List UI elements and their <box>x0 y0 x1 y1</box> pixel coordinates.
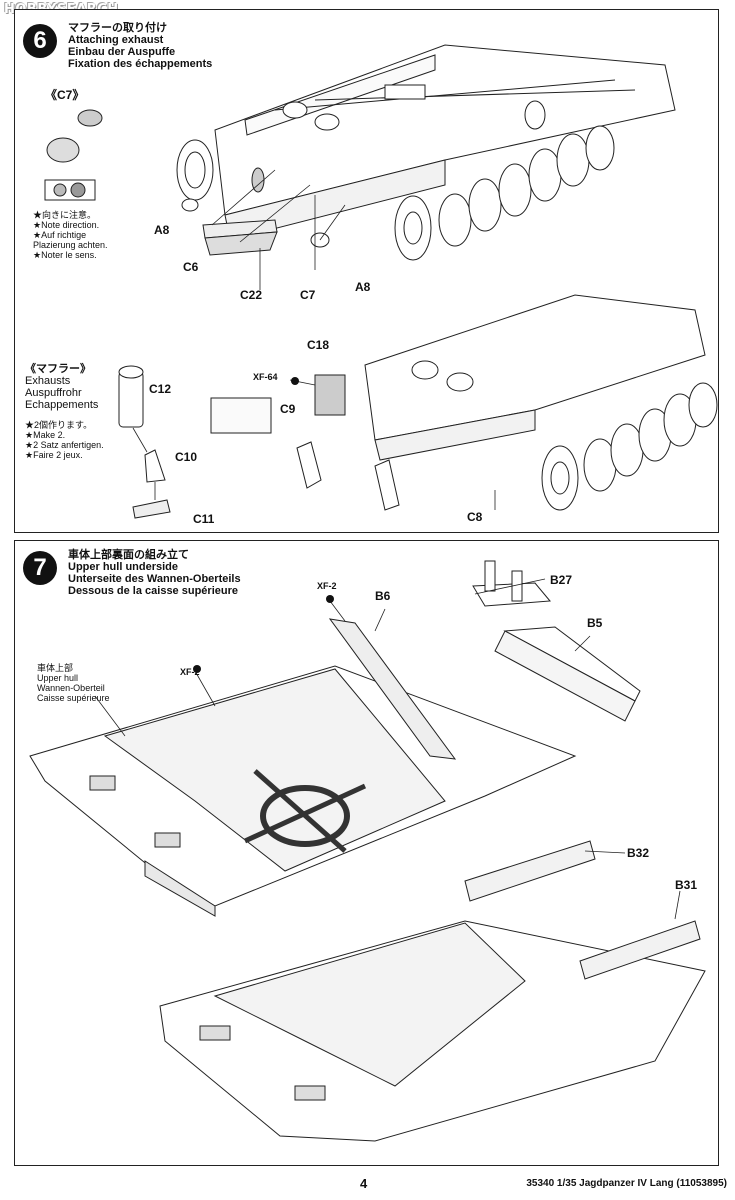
direction-note: ★向きに注意。 ★Note direction. ★Auf richtige P… <box>33 210 108 260</box>
make2-fr: ★Faire 2 jeux. <box>25 450 83 460</box>
hull-fr: Caisse supérieure <box>37 693 110 703</box>
note-en: ★Note direction. <box>33 220 100 230</box>
step-6-titles: マフラーの取り付け Attaching exhaust Einbau der A… <box>68 22 212 70</box>
exhaust-inset-title: 《マフラー》 <box>25 363 91 375</box>
step-7-titles: 車体上部裏面の組み立て Upper hull underside Unterse… <box>68 549 241 597</box>
title-de: Unterseite des Wannen-Oberteils <box>68 573 241 585</box>
hull-jp: 車体上部 <box>37 663 74 673</box>
part-label-a8-right: A8 <box>355 280 371 294</box>
title-de: Einbau der Auspuffe <box>68 46 176 58</box>
part-label-b31: B31 <box>675 878 698 892</box>
title-jp: マフラーの取り付け <box>68 22 167 34</box>
page-number: 4 <box>360 1176 368 1191</box>
part-label-c8: C8 <box>467 510 483 524</box>
product-code: 35340 1/35 Jagdpanzer IV Lang (11053895) <box>526 1178 727 1189</box>
part-label-b32: B32 <box>627 846 650 860</box>
part-label-b27: B27 <box>550 573 573 587</box>
part-label-c9: C9 <box>280 402 296 416</box>
part-label-c12: C12 <box>149 382 172 396</box>
paint-label-xf2-top: XF-2 <box>317 581 337 591</box>
c7-inset-title: 《C7》 <box>45 88 85 102</box>
step-6-number: 6 <box>23 24 57 58</box>
note-jp: ★向きに注意。 <box>33 210 97 220</box>
hull-en: Upper hull <box>37 673 79 683</box>
upper-hull-label: 車体上部 Upper hull Wannen-Oberteil Caisse s… <box>37 663 110 703</box>
title-en: Upper hull underside <box>68 561 179 573</box>
title-en: Attaching exhaust <box>68 34 164 46</box>
note-de-1: ★Auf richtige <box>33 230 87 240</box>
make-two-note: ★2個作ります。 ★Make 2. ★2 Satz anfertigen. ★F… <box>25 420 104 460</box>
make2-jp: ★2個作ります。 <box>25 420 93 430</box>
part-label-c6: C6 <box>183 260 199 274</box>
exhaust-titles: Exhausts Auspuffrohr Echappements <box>25 375 98 411</box>
note-fr: ★Noter le sens. <box>33 250 97 260</box>
step-6-illustration <box>15 10 718 532</box>
title-fr: Fixation des échappements <box>68 58 213 70</box>
step-7-number: 7 <box>23 551 57 585</box>
part-label-b5: B5 <box>587 616 603 630</box>
paint-label-xf2-left: XF-2 <box>180 667 200 677</box>
part-label-c22: C22 <box>240 288 263 302</box>
exhaust-fr: Echappements <box>25 399 99 411</box>
part-label-a8-left: A8 <box>154 223 170 237</box>
part-label-c18: C18 <box>307 338 330 352</box>
note-de-2: Plazierung achten. <box>33 240 108 250</box>
make2-en: ★Make 2. <box>25 430 66 440</box>
step-7-panel: 7 車体上部裏面の組み立て Upper hull underside Unter… <box>14 540 719 1166</box>
hull-de: Wannen-Oberteil <box>37 683 105 693</box>
part-label-c11: C11 <box>193 512 215 526</box>
part-label-b6: B6 <box>375 589 391 603</box>
step-7-illustration <box>15 541 718 1165</box>
paint-label-xf64: XF-64 <box>253 372 278 382</box>
title-jp: 車体上部裏面の組み立て <box>68 549 189 561</box>
part-label-c7: C7 <box>300 288 316 302</box>
exhaust-de: Auspuffrohr <box>25 387 82 399</box>
make2-de: ★2 Satz anfertigen. <box>25 440 104 450</box>
exhaust-en: Exhausts <box>25 375 71 387</box>
part-label-c10: C10 <box>175 450 198 464</box>
step-6-panel: 6 マフラーの取り付け Attaching exhaust Einbau der… <box>14 9 719 533</box>
title-fr: Dessous de la caisse supérieure <box>68 585 238 597</box>
